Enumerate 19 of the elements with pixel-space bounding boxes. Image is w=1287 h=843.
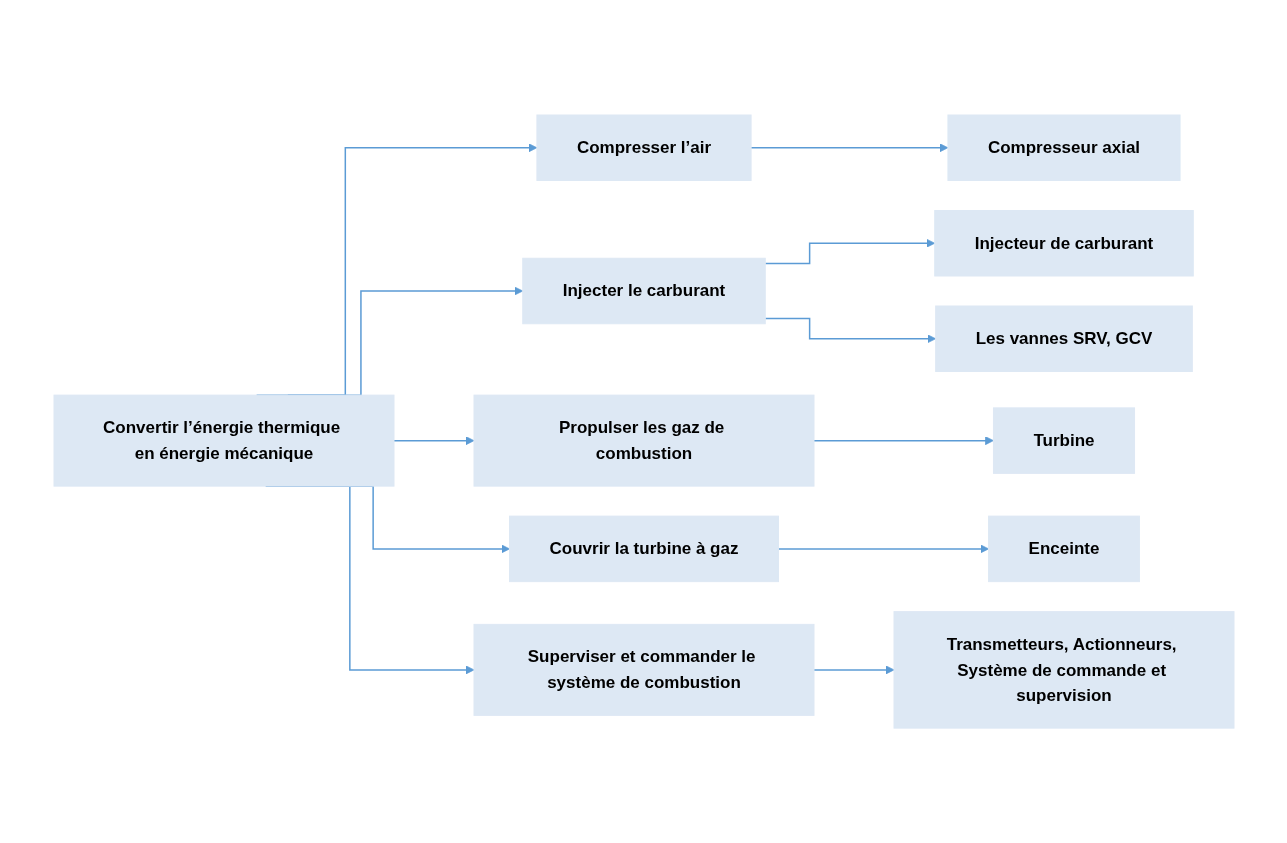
- node-box: Injecteur de carburant: [933, 209, 1194, 277]
- node-box: Convertir l’énergie thermique en énergie mécanique: [53, 394, 394, 487]
- arrow: [749, 143, 948, 153]
- node-box: Compresseur axial: [946, 114, 1181, 181]
- arrow: [392, 436, 474, 445]
- arrow: [777, 544, 989, 554]
- node-box: Couvrir la turbine à gaz: [508, 515, 779, 583]
- node-box: Propulser les gaz de combustion: [473, 394, 814, 487]
- node-box: Enceinte: [987, 515, 1140, 583]
- node-box: Les vannes SRV, GCV: [934, 305, 1193, 372]
- node-box: Injecter le carburant: [521, 257, 766, 325]
- node-box: Superviser et commander le système de combustion: [473, 623, 814, 716]
- arrow: [812, 436, 994, 445]
- node-box: Turbine: [992, 407, 1135, 474]
- arrow: [764, 317, 936, 344]
- node-box: Compresser l’air: [535, 114, 752, 181]
- arrow: [764, 238, 935, 265]
- node-box: Transmetteurs, Actionneurs, Système de commande et supervision: [893, 611, 1234, 729]
- arrow: [812, 665, 894, 675]
